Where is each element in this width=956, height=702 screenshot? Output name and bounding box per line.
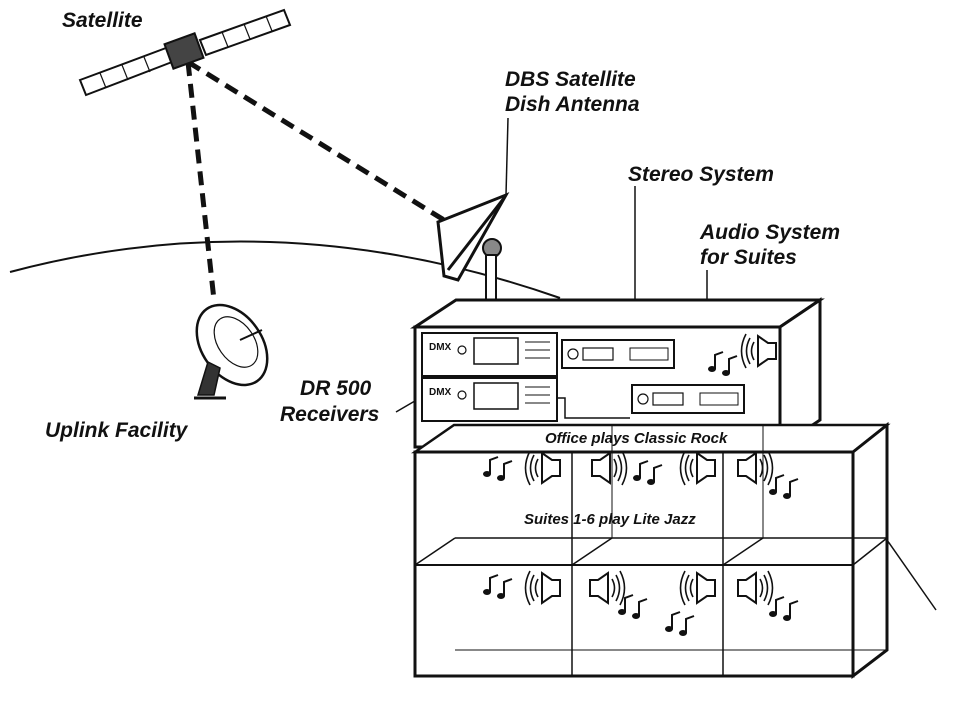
stereo-unit bbox=[561, 339, 675, 369]
suites-caption: Suites 1-6 play Lite Jazz bbox=[524, 511, 696, 528]
stereo-system-label: Stereo System bbox=[628, 163, 774, 186]
satellite-to-dish-signal bbox=[186, 59, 446, 223]
building bbox=[409, 297, 937, 680]
earth-horizon bbox=[9, 240, 561, 299]
uplink-facility-label: Uplink Facility bbox=[45, 419, 189, 442]
dr500-label-line2: Receivers bbox=[280, 403, 379, 426]
dr500-label-line1: DR 500 bbox=[300, 377, 372, 400]
dbs-label-line2: Dish Antenna bbox=[505, 93, 640, 116]
dbs-label-line1: DBS Satellite bbox=[505, 68, 636, 91]
receiver-badge: DMX bbox=[429, 342, 452, 353]
satellite-icon bbox=[78, 8, 292, 97]
dbs-leader bbox=[505, 117, 509, 196]
office-caption: Office plays Classic Rock bbox=[545, 430, 728, 447]
audio-unit bbox=[631, 384, 745, 414]
audio-system-label-line2: for Suites bbox=[700, 246, 797, 269]
audio-system-label-line1: Audio System bbox=[699, 221, 840, 244]
satellite-label: Satellite bbox=[62, 9, 143, 32]
uplink-signal bbox=[185, 61, 217, 301]
receiver-1: DMX bbox=[421, 332, 558, 377]
receiver-2: DMX bbox=[421, 377, 558, 422]
dbs-dish-icon bbox=[436, 192, 510, 308]
uplink-dish-icon bbox=[194, 303, 269, 400]
receiver-badge: DMX bbox=[429, 387, 452, 398]
